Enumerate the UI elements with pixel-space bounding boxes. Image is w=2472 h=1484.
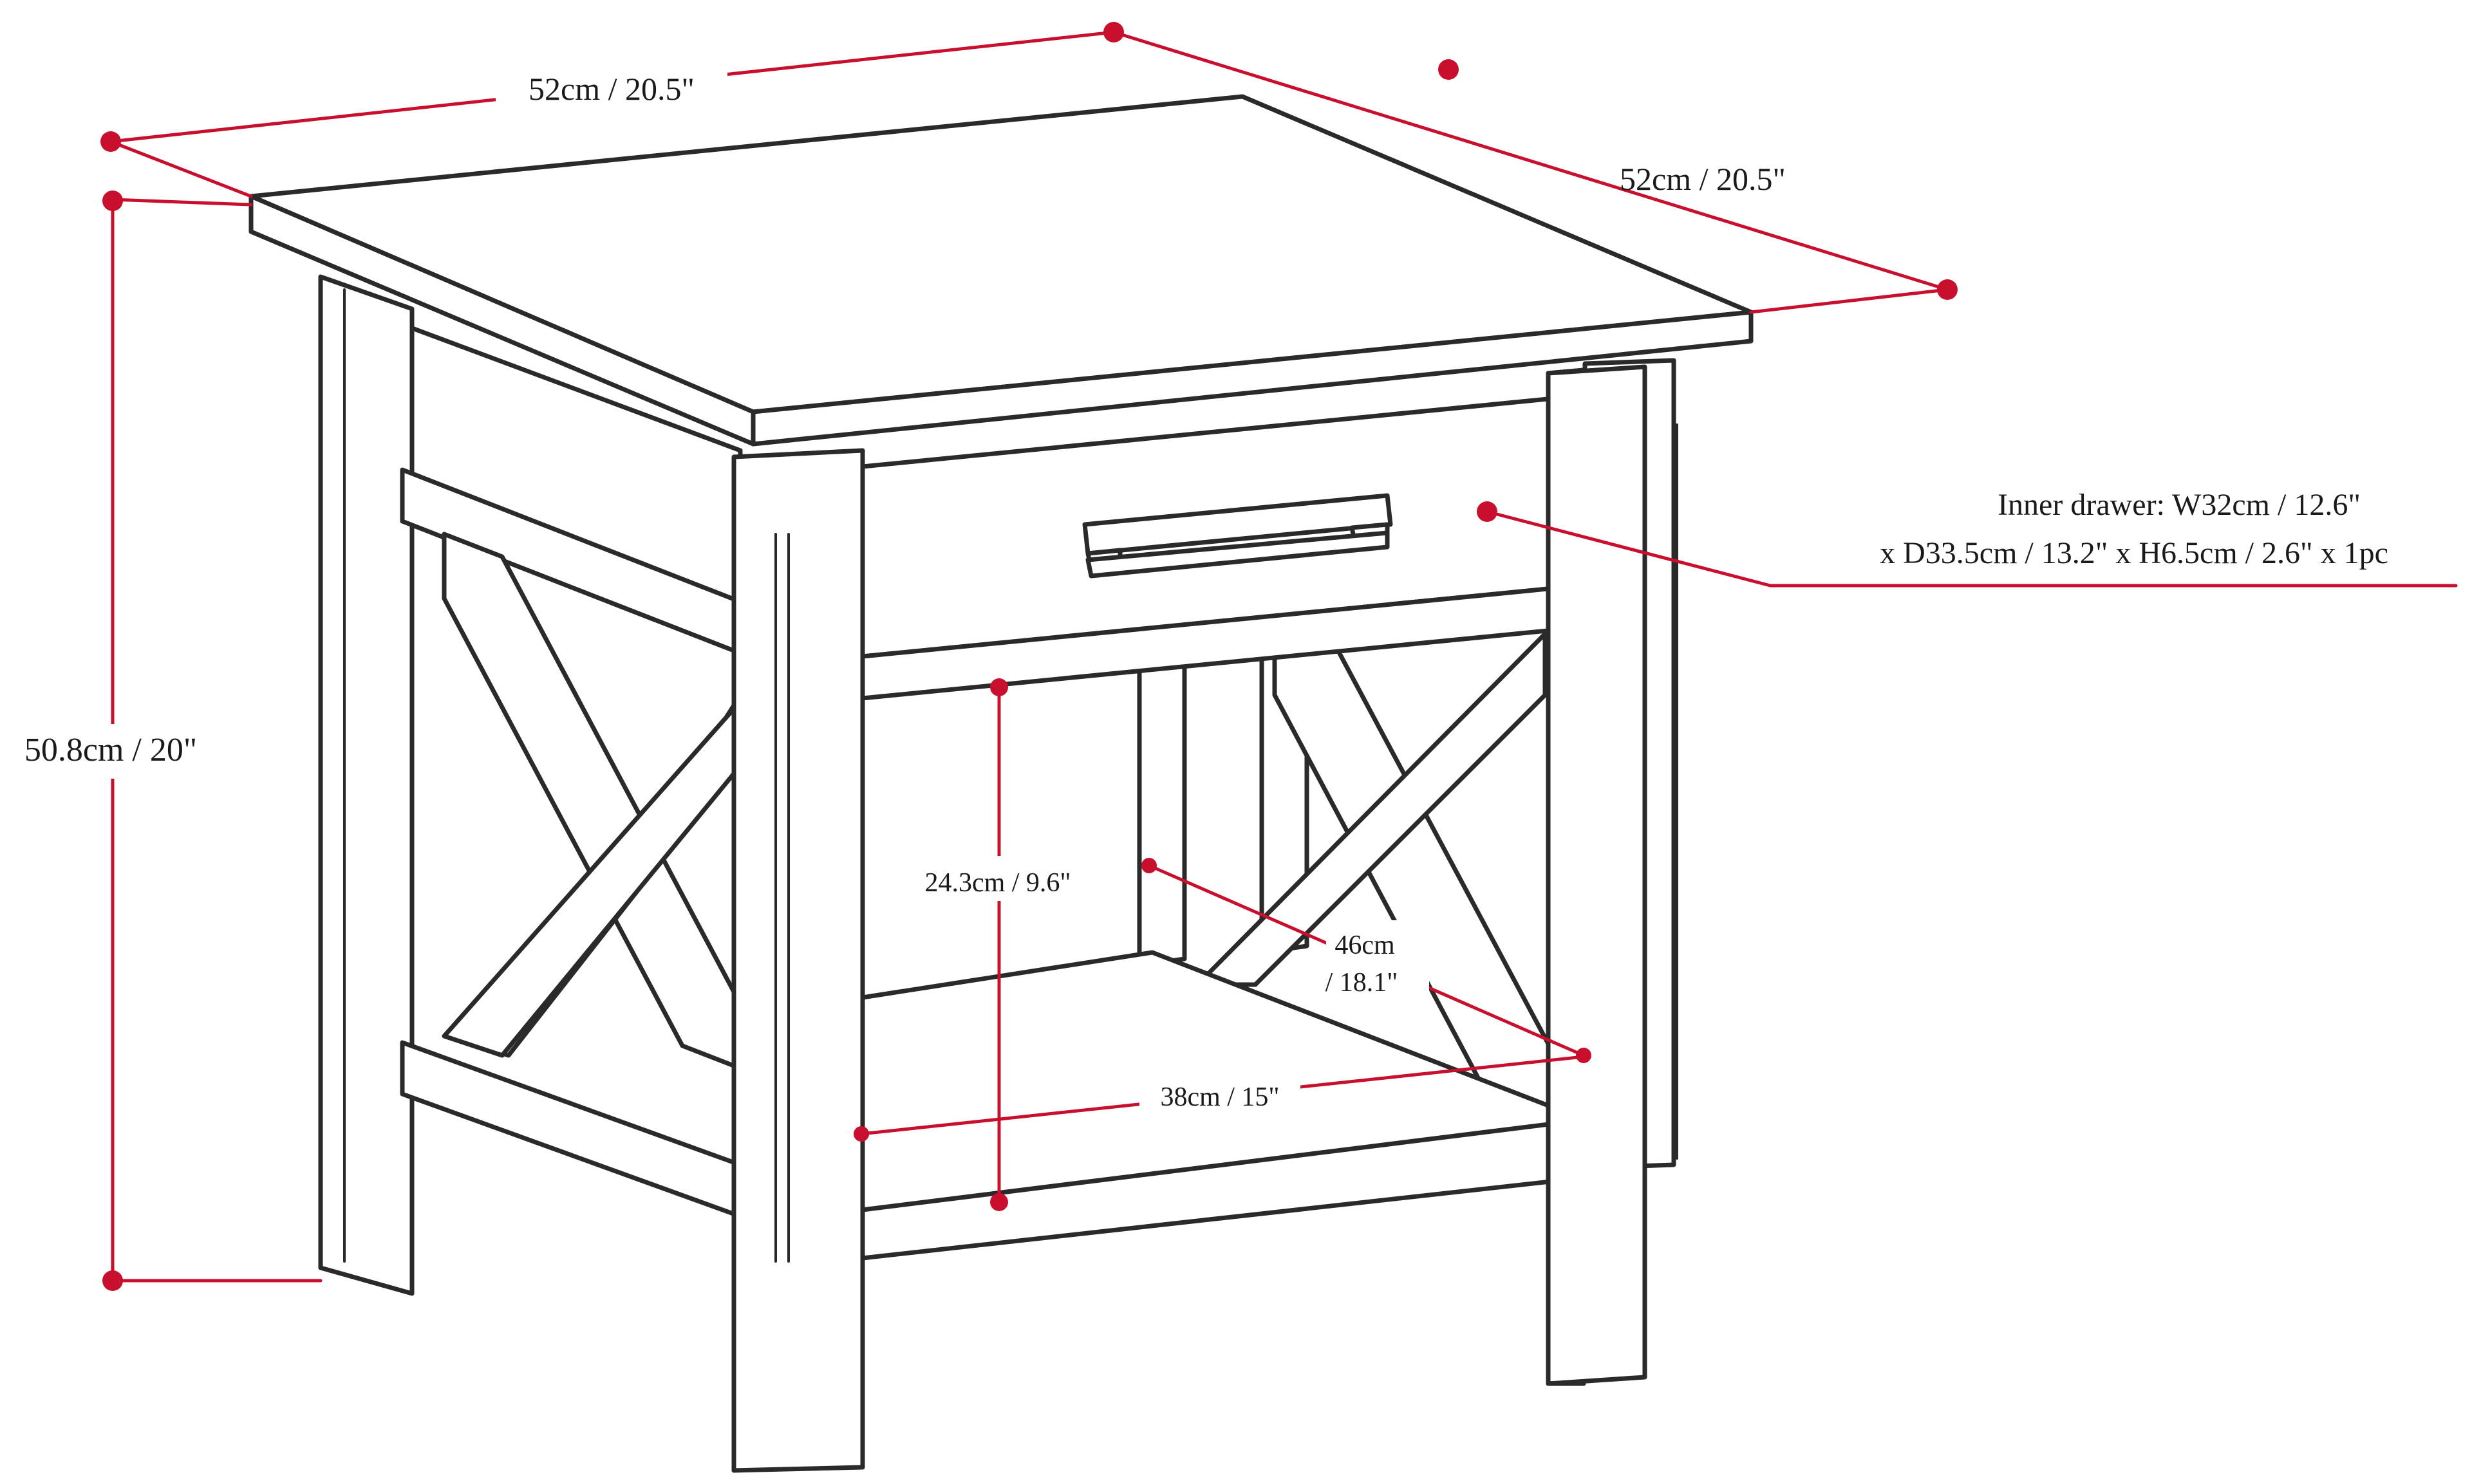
label-bg <box>1139 1071 1300 1115</box>
dim-endpoint <box>102 190 123 211</box>
dim-endpoint <box>990 678 1008 696</box>
label-bg <box>901 856 1094 901</box>
drawer-label-line2: x D33.5cm / 13.2" x H6.5cm / 2.6" x 1pc <box>1880 536 2388 570</box>
top-depth-label: 52cm / 20.5" <box>1620 161 1786 197</box>
dim-endpoint <box>854 1126 869 1142</box>
shelf-depth-label-line1: 46cm <box>1334 931 1395 960</box>
dim-endpoint <box>1937 279 1958 300</box>
front-left-leg <box>731 448 865 1473</box>
back-left-leg <box>318 274 415 1296</box>
drawer-label-line1: Inner drawer: W32cm / 12.6" <box>1998 488 2361 522</box>
right-x-brace-b <box>1195 631 1548 987</box>
dim-endpoint <box>990 1193 1008 1211</box>
table-top <box>248 94 1754 447</box>
dimension-labels: 52cm / 20.5" 52cm / 20.5" 50.8cm / 20" I… <box>0 61 2388 1115</box>
dimension-lines <box>100 22 2458 1291</box>
top-width-label: 52cm / 20.5" <box>529 71 695 107</box>
table-top-left-edge <box>248 194 756 447</box>
dim-endpoint <box>102 1270 123 1291</box>
drawer-handle <box>1082 493 1393 579</box>
label-bg <box>0 724 222 779</box>
shelf-depth-label-line2: / 18.1" <box>1325 968 1398 997</box>
back-inner-post-left <box>1137 660 1187 968</box>
shelf-width-label: 38cm / 15" <box>1160 1082 1279 1112</box>
dim-endpoint <box>100 131 121 152</box>
label-bg <box>1326 920 1429 1004</box>
height-label: 50.8cm / 20" <box>24 732 197 768</box>
dim-endpoint <box>1141 858 1157 873</box>
label-bg <box>496 61 727 113</box>
left-bottom-rail <box>400 1040 743 1219</box>
shelf-clearance-label: 24.3cm / 9.6" <box>924 868 1071 898</box>
right-leg-front-face <box>1546 364 1647 1386</box>
dim-endpoint <box>1438 59 1459 80</box>
dim-endpoint <box>1477 501 1497 522</box>
end-table-illustration <box>248 94 1754 1473</box>
